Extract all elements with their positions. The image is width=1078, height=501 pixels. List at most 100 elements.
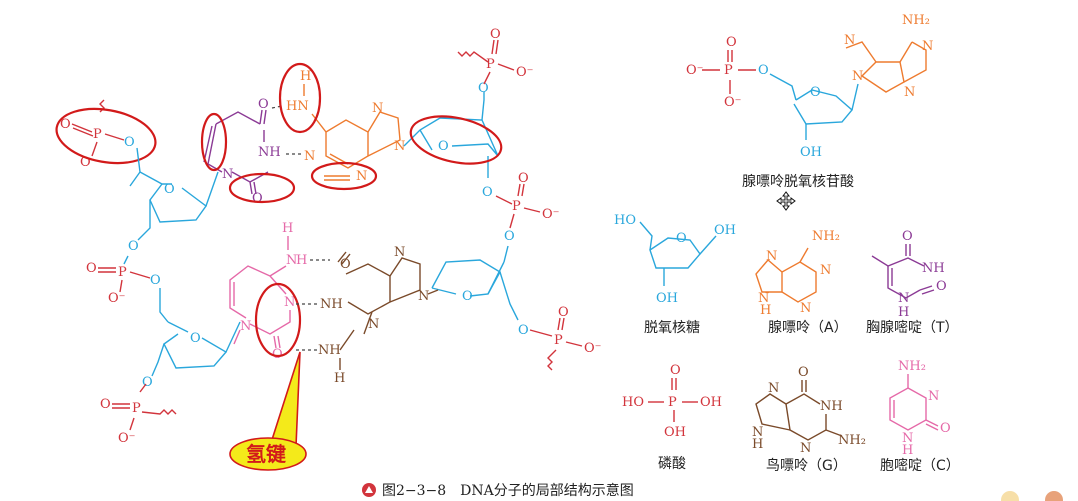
decorative-dot [1045,491,1063,501]
atom-label: NH₂ [902,13,930,28]
atom-label: NH [820,399,843,414]
atom-label: O [482,185,493,200]
atom-label: P [118,265,127,280]
thymine-base: N O O NH [203,97,281,206]
atom-label: O⁻ [686,63,704,78]
atom-label: N [286,253,297,268]
atom-label: N [922,39,933,54]
atom-label: O⁻ [584,341,602,356]
atom-label: P [93,127,102,142]
phosphate-group-mid-left: O P O⁻ O [86,261,169,323]
decorative-dot [1001,491,1019,501]
atom-label: O [252,191,263,206]
atom-label: P [724,63,733,78]
atom-label: O [100,397,111,412]
atom-label: N [372,101,383,116]
atom-label: NH₂ [898,359,926,374]
atom-label: N [222,167,233,182]
atom-label: N [820,263,831,278]
adenine-label: 腺嘌呤（A） [768,320,848,336]
deoxyribose-label: 脱氧核糖 [644,320,700,336]
atom-label: H [902,443,913,458]
atom-label: P [132,401,141,416]
atom-label: O [164,182,175,197]
atom-label: O [128,239,139,254]
atom-label: O [726,35,737,50]
guanine-structure: O NH N NH₂ N N H 鸟嘌呤（G） [752,365,866,474]
triangle-icon [365,486,373,493]
atom-label: O [340,257,351,272]
atom-label: HO [614,213,636,228]
cytosine-label: 胞嘧啶（C） [880,457,960,474]
atom-label: H [760,303,771,318]
atom-label: H [300,69,311,84]
atom-label: OH [714,223,736,238]
atom-label: NH [258,145,281,160]
cytosine-base: H N H N N O [229,221,307,362]
highlight-circle [409,115,503,165]
caption-text: 图2−3−8 DNA分子的局部结构示意图 [382,482,634,499]
atom-label: HO [622,395,644,410]
phosphate-group-bottom-left: O P O⁻ [100,383,177,446]
phosphate-group-mid-right: P O O⁻ O [495,171,560,263]
atom-label: O [462,289,473,304]
atom-label: O [124,135,135,150]
atom-label: N [240,319,251,334]
atom-label: N [768,381,779,396]
atom-label: N [394,245,405,260]
atom-label: N [844,33,855,48]
atom-label: N [304,149,315,164]
atom-label: P [486,57,495,72]
adenine-base-paired: H HN N N N N [286,69,405,184]
deoxyribose-structure: HO O OH OH 脱氧核糖 [614,213,736,336]
atom-label: H [752,437,763,452]
atom-label: N [368,317,379,332]
sugar-upper-right: O O O [403,81,499,200]
atom-label: O [940,421,951,436]
atom-label: O [798,365,809,380]
atom-label: H [334,371,345,386]
atom-label: O [518,171,529,186]
atom-label: O [902,229,913,244]
figure-caption: 图2−3−8 DNA分子的局部结构示意图 [362,482,634,499]
sugar-upper-left: O O [123,147,219,265]
hydrogen-bond-callout: 氢键 [229,351,307,471]
nucleotide-label: 腺嘌呤脱氧核苷酸 [742,174,854,190]
atom-label: N [852,69,863,84]
atom-label: NH [320,297,343,312]
atom-label: O [438,139,449,154]
atom-label: N [898,291,909,306]
atom-label: H [282,221,293,236]
atom-label: OH [664,425,686,440]
atom-label: N [394,139,405,154]
atom-label: O⁻ [724,95,742,110]
atom-label: N [356,169,367,184]
atom-label: O⁻ [542,207,560,222]
phosphate-group-bottom-right: P O O⁻ [529,305,602,371]
atom-label: O [518,323,529,338]
atom-label: O⁻ [516,65,534,80]
highlight-circle [278,62,322,134]
phosphate-label: 磷酸 [658,456,686,472]
atom-label: N [800,301,811,316]
atom-label: NH₂ [838,433,866,448]
atom-label: O [490,27,501,42]
adenine-structure: NH₂ N N N N H 腺嘌呤（A） [755,229,848,336]
atom-label: N [752,425,763,440]
dna-fragment: O P O O⁻ O O O P O⁻ O [55,27,602,471]
atom-label: O [60,117,71,132]
atom-label: O [478,81,489,96]
atom-label: O [676,231,687,246]
atom-label: O [936,279,947,294]
phosphate-group-top-right: O P O⁻ [457,27,534,85]
highlight-circle [228,172,296,204]
thymine-structure: O NH N H O 胸腺嘧啶（T） [866,229,959,336]
phosphate-group-top-left: O P O O⁻ [60,99,135,170]
atom-label: N [758,291,769,306]
atom-label: H [898,305,909,320]
atom-label: O [810,85,821,100]
atom-label: O [504,229,515,244]
atom-label: O [272,347,283,362]
atom-label: OH [800,145,822,160]
